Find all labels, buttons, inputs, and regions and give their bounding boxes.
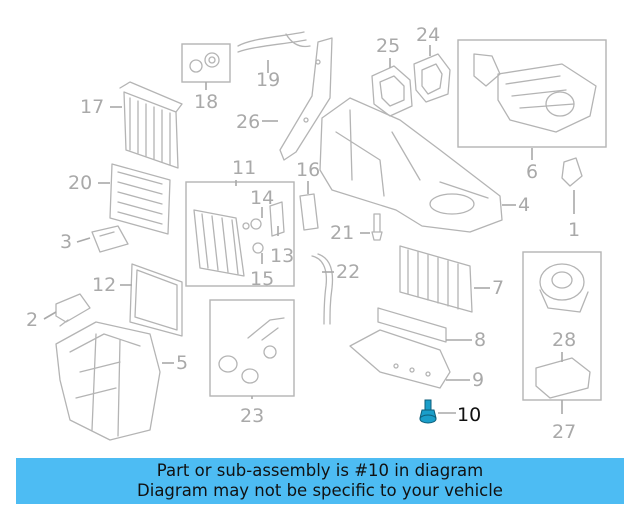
callout-20: 20 — [68, 172, 92, 194]
callout-26: 26 — [236, 111, 260, 133]
callout-14: 14 — [250, 187, 274, 209]
pipes-part-19 — [237, 31, 311, 53]
callout-9: 9 — [472, 369, 484, 391]
gasket-part-25 — [371, 65, 413, 117]
sensor-part-1 — [561, 157, 583, 187]
bracket-part-2 — [55, 293, 91, 327]
callout-15: 15 — [250, 268, 274, 290]
oring-part-15 — [252, 242, 264, 254]
callout-17: 17 — [80, 96, 104, 118]
main-housing-part-4 — [319, 97, 503, 233]
group-box-23 — [209, 299, 295, 397]
lower-housing-part-5 — [55, 321, 161, 441]
callout-6: 6 — [526, 161, 538, 183]
gasket-part-9 — [349, 329, 451, 389]
callout-28: 28 — [552, 329, 576, 351]
heater-core-part-17 — [119, 81, 183, 169]
group-box-6 — [457, 39, 607, 148]
highlighted-part-10[interactable] — [419, 399, 437, 424]
callout-24: 24 — [416, 24, 440, 46]
callout-13: 13 — [270, 245, 294, 267]
callout-27: 27 — [552, 421, 576, 443]
clips-part-18 — [189, 52, 220, 73]
group-box-11 — [185, 181, 295, 287]
callout-25: 25 — [376, 35, 400, 57]
callout-8: 8 — [474, 329, 486, 351]
valve-part-13 — [269, 201, 285, 237]
callout-5: 5 — [176, 352, 188, 374]
blower-motor-part-28 — [539, 263, 589, 313]
sensor-part-21 — [371, 213, 383, 241]
callout-16: 16 — [296, 159, 320, 181]
module-part-3 — [91, 225, 129, 253]
cabin-filter-part-7 — [399, 245, 473, 313]
evaporator-core-part-11 — [193, 209, 245, 277]
banner-line-1: Part or sub-assembly is #10 in diagram — [156, 461, 484, 480]
callout-7: 7 — [492, 277, 504, 299]
gasket-part-24 — [413, 53, 451, 103]
resistor-part-27 — [535, 357, 591, 399]
seal-part-8 — [377, 307, 447, 343]
evaporator-part-20 — [109, 163, 171, 235]
callout-1: 1 — [568, 219, 580, 241]
callout-23: 23 — [240, 405, 264, 427]
callout-22: 22 — [336, 261, 360, 283]
callout-12: 12 — [92, 274, 116, 296]
bracket-part-26 — [279, 37, 333, 161]
leader-lines — [43, 45, 575, 414]
callout-2: 2 — [26, 309, 38, 331]
info-banner: Part or sub-assembly is #10 in diagram D… — [16, 458, 624, 504]
callout-4: 4 — [518, 194, 530, 216]
parts-diagram: 1 2 3 4 5 6 7 8 9 10 11 12 13 14 15 16 1… — [26, 24, 607, 443]
actuator-part-16 — [299, 193, 319, 231]
oring-part-14 — [242, 218, 262, 230]
callout-3: 3 — [60, 231, 72, 253]
callout-19: 19 — [256, 69, 280, 91]
pipes-part-23 — [218, 317, 285, 384]
blower-module-part-6 — [473, 53, 597, 133]
drain-hose-part-22 — [311, 253, 334, 325]
callout-21: 21 — [330, 222, 354, 244]
banner-line-2: Diagram may not be specific to your vehi… — [137, 481, 503, 500]
callout-11: 11 — [232, 157, 256, 179]
callout-18: 18 — [194, 91, 218, 113]
filter-frame-part-12 — [129, 263, 183, 337]
callout-10: 10 — [457, 404, 481, 426]
